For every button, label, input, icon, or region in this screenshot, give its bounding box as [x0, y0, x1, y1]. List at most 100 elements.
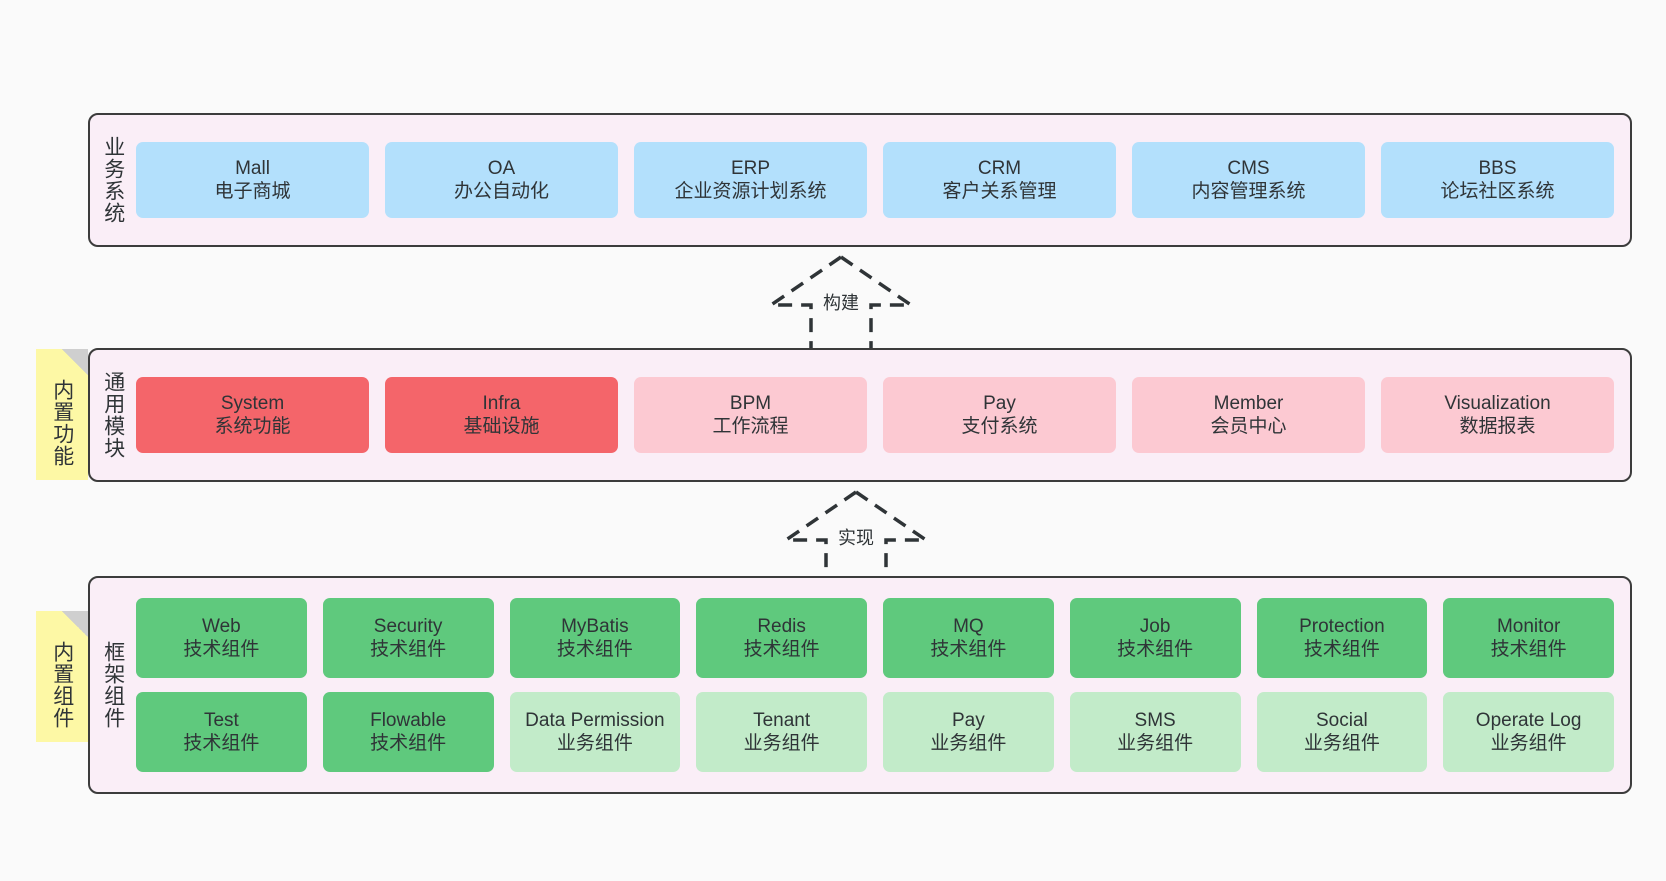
box-title: Test [203, 709, 239, 731]
box-subtitle: 技术组件 [1490, 639, 1567, 660]
box-oa[interactable]: OA 办公自动化 [385, 142, 618, 218]
box-subtitle: 基础设施 [463, 416, 540, 437]
connector-build-label: 构建 [823, 293, 859, 313]
connector-build-shape [765, 255, 917, 353]
box-infra[interactable]: Infra 基础设施 [385, 377, 618, 453]
box-title: Social [1316, 709, 1368, 731]
box-title: BBS [1478, 157, 1517, 179]
box-sms[interactable]: SMS 业务组件 [1069, 692, 1241, 772]
box-security[interactable]: Security 技术组件 [322, 598, 494, 678]
box-title: MyBatis [561, 615, 629, 637]
box-title: Security [373, 615, 443, 637]
connector-implement: 实现 [776, 488, 936, 588]
layer-body-modules: System 系统功能 Infra 基础设施 BPM 工作流程 Pay 支付系统… [136, 350, 1630, 480]
box-title: Redis [757, 615, 806, 637]
box-web[interactable]: Web 技术组件 [136, 598, 307, 678]
box-subtitle: 业务组件 [930, 733, 1007, 754]
box-pay-component[interactable]: Pay 业务组件 [883, 692, 1054, 772]
box-title: ERP [730, 157, 771, 179]
box-social[interactable]: Social 业务组件 [1256, 692, 1428, 772]
box-test[interactable]: Test 技术组件 [136, 692, 307, 772]
box-mq[interactable]: MQ 技术组件 [883, 598, 1054, 678]
row-modules: System 系统功能 Infra 基础设施 BPM 工作流程 Pay 支付系统… [136, 377, 1614, 453]
box-subtitle: 技术组件 [183, 733, 260, 754]
box-subtitle: 会员中心 [1210, 416, 1287, 437]
box-subtitle: 系统功能 [214, 416, 291, 437]
layer-business-systems: 业务系统 Mall 电子商城 OA 办公自动化 ERP 企业资源计划系统 CRM… [88, 113, 1632, 247]
box-title: Visualization [1444, 392, 1551, 414]
box-subtitle: 技术组件 [183, 639, 260, 660]
box-subtitle: 客户关系管理 [942, 181, 1057, 202]
sticky-note-builtin-features: 内置功能 [36, 349, 88, 480]
box-subtitle: 业务组件 [1490, 733, 1567, 754]
connector-build: 构建 [761, 253, 921, 353]
connector-implement-shape [780, 490, 932, 588]
box-member[interactable]: Member 会员中心 [1132, 377, 1365, 453]
box-title: Operate Log [1475, 709, 1582, 731]
box-subtitle: 技术组件 [1303, 639, 1380, 660]
box-title: MQ [953, 615, 984, 637]
box-subtitle: 业务组件 [1117, 733, 1194, 754]
box-bpm[interactable]: BPM 工作流程 [634, 377, 867, 453]
box-crm[interactable]: CRM 客户关系管理 [883, 142, 1116, 218]
box-title: Data Permission [525, 709, 665, 731]
box-system[interactable]: System 系统功能 [136, 377, 369, 453]
box-tenant[interactable]: Tenant 业务组件 [696, 692, 867, 772]
box-bbs[interactable]: BBS 论坛社区系统 [1381, 142, 1614, 218]
layer-framework-components: 框架组件 Web 技术组件 Security 技术组件 MyBatis 技术组件… [88, 576, 1632, 794]
layer-label-modules: 通用模块 [101, 371, 125, 459]
sticky-note-builtin-components: 内置组件 [36, 611, 88, 742]
box-subtitle: 业务组件 [1303, 733, 1380, 754]
box-mybatis[interactable]: MyBatis 技术组件 [509, 598, 681, 678]
box-subtitle: 技术组件 [556, 639, 633, 660]
row-framework-tech: Web 技术组件 Security 技术组件 MyBatis 技术组件 Redi… [136, 598, 1614, 678]
box-monitor[interactable]: Monitor 技术组件 [1443, 598, 1614, 678]
box-subtitle: 支付系统 [961, 416, 1038, 437]
box-cms[interactable]: CMS 内容管理系统 [1132, 142, 1365, 218]
box-subtitle: 技术组件 [743, 639, 820, 660]
box-subtitle: 数据报表 [1459, 416, 1536, 437]
box-title: Protection [1299, 615, 1385, 637]
box-title: Tenant [753, 709, 811, 731]
box-subtitle: 业务组件 [556, 733, 633, 754]
box-subtitle: 技术组件 [930, 639, 1007, 660]
box-title: BPM [729, 392, 772, 414]
layer-general-modules: 通用模块 System 系统功能 Infra 基础设施 BPM 工作流程 Pay… [88, 348, 1632, 482]
box-erp[interactable]: ERP 企业资源计划系统 [634, 142, 867, 218]
box-subtitle: 技术组件 [1117, 639, 1194, 660]
box-title: Member [1213, 392, 1284, 414]
box-title: Infra [482, 392, 521, 414]
box-operate-log[interactable]: Operate Log 业务组件 [1443, 692, 1614, 772]
box-protection[interactable]: Protection 技术组件 [1256, 598, 1428, 678]
box-redis[interactable]: Redis 技术组件 [696, 598, 867, 678]
box-visualization[interactable]: Visualization 数据报表 [1381, 377, 1614, 453]
row-framework-biz: Test 技术组件 Flowable 技术组件 Data Permission … [136, 692, 1614, 772]
connector-implement-label: 实现 [838, 528, 874, 548]
layer-body-business: Mall 电子商城 OA 办公自动化 ERP 企业资源计划系统 CRM 客户关系… [136, 115, 1630, 245]
box-title: Pay [952, 709, 985, 731]
box-title: CRM [977, 157, 1022, 179]
box-title: Flowable [370, 709, 447, 731]
box-subtitle: 技术组件 [370, 733, 447, 754]
layer-label-framework: 框架组件 [101, 641, 125, 729]
box-subtitle: 办公自动化 [453, 181, 549, 202]
box-job[interactable]: Job 技术组件 [1069, 598, 1241, 678]
box-title: System [220, 392, 285, 414]
layer-label-business: 业务系统 [101, 136, 125, 224]
box-subtitle: 内容管理系统 [1191, 181, 1306, 202]
box-pay[interactable]: Pay 支付系统 [883, 377, 1116, 453]
box-data-permission[interactable]: Data Permission 业务组件 [509, 692, 681, 772]
box-subtitle: 论坛社区系统 [1440, 181, 1555, 202]
layer-body-framework: Web 技术组件 Security 技术组件 MyBatis 技术组件 Redi… [136, 578, 1630, 792]
box-subtitle: 业务组件 [743, 733, 820, 754]
box-title: Pay [983, 392, 1016, 414]
box-title: SMS [1134, 709, 1176, 731]
box-subtitle: 企业资源计划系统 [674, 181, 827, 202]
box-subtitle: 工作流程 [712, 416, 789, 437]
box-title: OA [487, 157, 516, 179]
row-business: Mall 电子商城 OA 办公自动化 ERP 企业资源计划系统 CRM 客户关系… [136, 142, 1614, 218]
box-mall[interactable]: Mall 电子商城 [136, 142, 369, 218]
box-title: Mall [235, 157, 270, 179]
box-flowable[interactable]: Flowable 技术组件 [322, 692, 494, 772]
